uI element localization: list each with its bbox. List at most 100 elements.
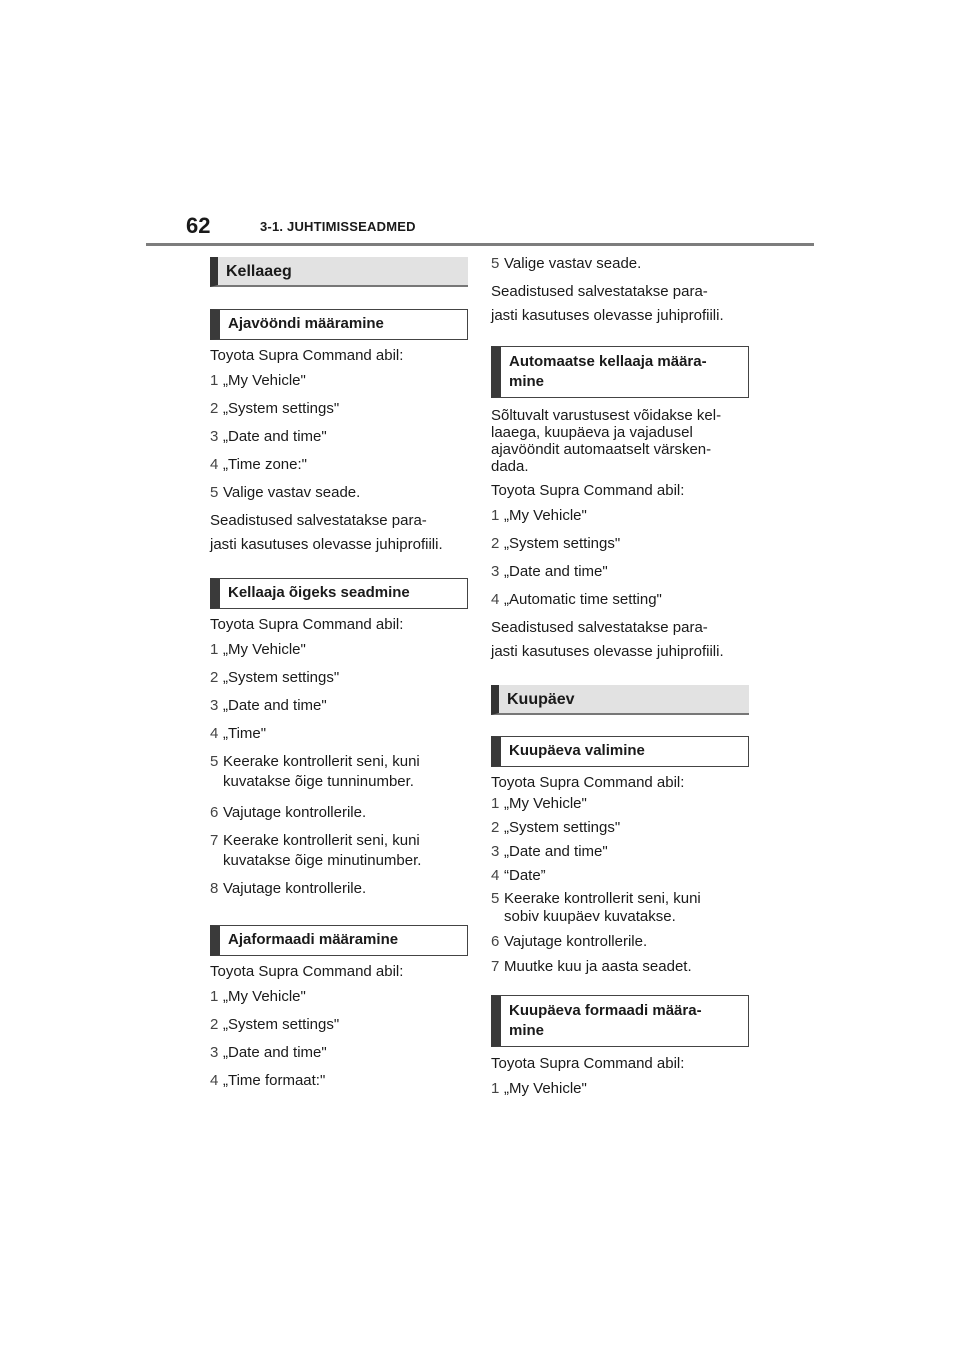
step-item: 3„Date and time" bbox=[210, 427, 327, 447]
body-text: jasti kasutuses olevasse juhiprofiili. bbox=[210, 536, 443, 553]
step-number: 4 bbox=[210, 725, 219, 742]
step-number: 6 bbox=[210, 804, 219, 821]
step-number: 3 bbox=[210, 428, 219, 445]
subheading-line: Kuupäeva formaadi määra- bbox=[509, 1002, 702, 1019]
step-text: „Automatic time setting" bbox=[504, 591, 662, 608]
body-text: jasti kasutuses olevasse juhiprofiili. bbox=[491, 643, 724, 660]
step-item: 3„Date and time" bbox=[491, 562, 608, 582]
step-number: 5 bbox=[491, 890, 500, 907]
step-number: 1 bbox=[491, 795, 500, 812]
heading-kellaaeg: Kellaaeg bbox=[210, 257, 468, 287]
body-text-line: Sõltuvalt varustusest võidakse kel- bbox=[491, 407, 722, 424]
body-text: Sõltuvalt varustusest võidakse kel- laae… bbox=[491, 407, 721, 475]
step-text: „System settings" bbox=[504, 535, 621, 552]
step-text-line: kuvatakse õige tunninumber. bbox=[223, 773, 414, 790]
step-number: 1 bbox=[491, 1080, 500, 1097]
step-item: 2„System settings" bbox=[210, 668, 339, 688]
step-item: 3„Date and time" bbox=[491, 842, 608, 862]
step-text: „My Vehicle" bbox=[223, 372, 306, 389]
step-text: Valige vastav seade. bbox=[504, 255, 642, 272]
step-item: 1„My Vehicle" bbox=[210, 371, 306, 391]
step-number: 3 bbox=[491, 563, 500, 580]
step-text: “Date” bbox=[504, 867, 546, 884]
intro-text: Toyota Supra Command abil: bbox=[210, 347, 404, 364]
step-text: „System settings" bbox=[223, 1016, 340, 1033]
step-number: 1 bbox=[210, 641, 219, 658]
step-item: 4„Time zone:" bbox=[210, 455, 307, 475]
step-text: Keerake kontrollerit seni, kuni kuvatakse… bbox=[220, 831, 421, 871]
step-number: 2 bbox=[210, 400, 219, 417]
step-number: 7 bbox=[491, 958, 500, 975]
step-number: 1 bbox=[210, 372, 219, 389]
subheading-line: Automaatse kellaaja määra- bbox=[509, 353, 707, 370]
step-text: „My Vehicle" bbox=[504, 507, 587, 524]
step-item: 4“Date” bbox=[491, 866, 546, 886]
step-text-line: Keerake kontrollerit seni, kuni bbox=[504, 890, 701, 907]
step-item: 1„My Vehicle" bbox=[210, 640, 306, 660]
step-text: „My Vehicle" bbox=[223, 641, 306, 658]
step-number: 4 bbox=[491, 867, 500, 884]
body-text: jasti kasutuses olevasse juhiprofiili. bbox=[491, 307, 724, 324]
step-text: „My Vehicle" bbox=[504, 1080, 587, 1097]
step-item: 1„My Vehicle" bbox=[491, 1079, 587, 1099]
body-text: Seadistused salvestatakse para- bbox=[491, 283, 708, 300]
step-item: 1„My Vehicle" bbox=[491, 794, 587, 814]
step-text: „Date and time" bbox=[504, 843, 608, 860]
step-text: „Date and time" bbox=[223, 697, 327, 714]
header-rule bbox=[146, 243, 814, 246]
subheading-line: mine bbox=[509, 373, 545, 390]
step-text: Vajutage kontrollerile. bbox=[223, 804, 367, 821]
subheading-kuupaeva-valimine: Kuupäeva valimine bbox=[491, 736, 749, 767]
section-title: 3-1. JUHTIMISSEADMED bbox=[260, 219, 416, 234]
step-item: 4„Automatic time setting" bbox=[491, 590, 662, 610]
step-number: 2 bbox=[491, 819, 500, 836]
step-text-line: kuvatakse õige minutinumber. bbox=[223, 852, 422, 869]
body-text-line: ajavööndit automaatselt värsken- bbox=[491, 441, 712, 458]
step-text: „System settings" bbox=[223, 669, 340, 686]
step-number: 2 bbox=[210, 669, 219, 686]
intro-text: Toyota Supra Command abil: bbox=[491, 774, 685, 791]
step-text-line: Keerake kontrollerit seni, kuni bbox=[223, 753, 420, 770]
step-item: 4„Time formaat:" bbox=[210, 1071, 325, 1091]
intro-text: Toyota Supra Command abil: bbox=[491, 1055, 685, 1072]
body-text: Seadistused salvestatakse para- bbox=[210, 512, 427, 529]
intro-text: Toyota Supra Command abil: bbox=[210, 616, 404, 633]
subheading-ajaformaat: Ajaformaadi määramine bbox=[210, 925, 468, 956]
step-text: „System settings" bbox=[223, 400, 340, 417]
step-text: Vajutage kontrollerile. bbox=[223, 880, 367, 897]
step-text: „System settings" bbox=[504, 819, 621, 836]
intro-text: Toyota Supra Command abil: bbox=[491, 482, 685, 499]
body-text-line: laaega, kuupäeva ja vajadusel bbox=[491, 424, 693, 441]
step-item: 3„Date and time" bbox=[210, 1043, 327, 1063]
step-item: 4„Time" bbox=[210, 724, 266, 744]
step-number: 1 bbox=[491, 507, 500, 524]
step-number: 5 bbox=[210, 753, 219, 770]
step-text: „Date and time" bbox=[223, 1044, 327, 1061]
page-number: 62 bbox=[186, 213, 211, 238]
step-item: 2„System settings" bbox=[210, 1015, 339, 1035]
step-number: 4 bbox=[491, 591, 500, 608]
step-number: 4 bbox=[210, 456, 219, 473]
step-number: 3 bbox=[491, 843, 500, 860]
step-number: 3 bbox=[210, 697, 219, 714]
step-text: „Date and time" bbox=[504, 563, 608, 580]
step-item: 2„System settings" bbox=[491, 818, 620, 838]
step-number: 3 bbox=[210, 1044, 219, 1061]
step-number: 5 bbox=[491, 255, 500, 272]
step-text: „Time" bbox=[223, 725, 267, 742]
step-text: „My Vehicle" bbox=[504, 795, 587, 812]
step-item: 2„System settings" bbox=[491, 534, 620, 554]
step-text: Vajutage kontrollerile. bbox=[504, 933, 648, 950]
body-text-line: dada. bbox=[491, 458, 529, 475]
step-number: 1 bbox=[210, 988, 219, 1005]
subheading-ajavoondi: Ajavööndi määramine bbox=[210, 309, 468, 340]
heading-kuupaev: Kuupäev bbox=[491, 685, 749, 715]
step-text-line: Keerake kontrollerit seni, kuni bbox=[223, 832, 420, 849]
